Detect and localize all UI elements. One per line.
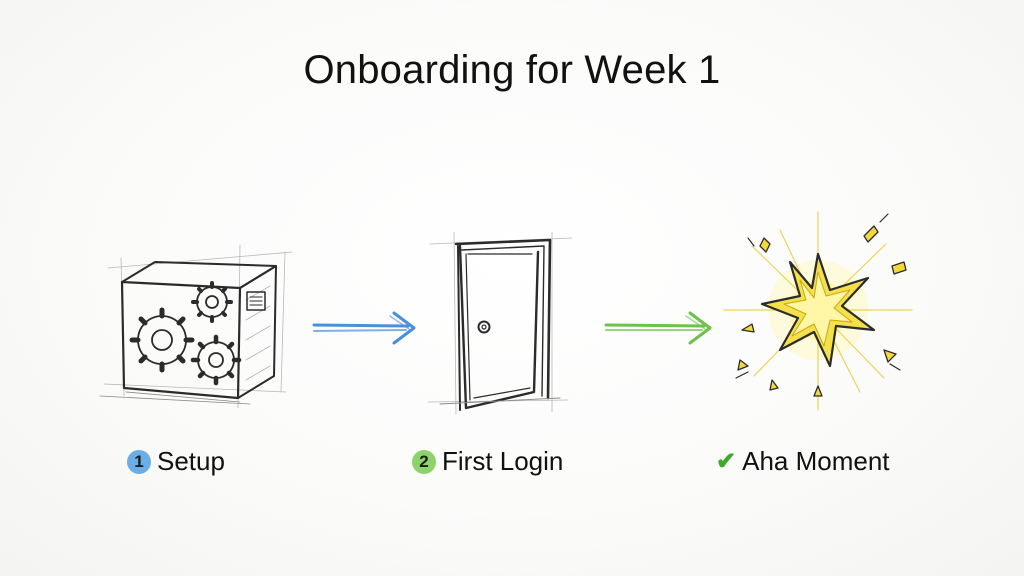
gear-box-icon [99,244,293,409]
step-setup-label: 1 Setup [127,446,225,477]
door-icon [427,231,573,415]
step-label-text: Setup [157,446,225,476]
checkmark-icon: ✔ [716,447,737,475]
starburst-icon [723,211,913,411]
step-number-badge: 1 [127,449,151,474]
arrow-right-icon [312,311,416,345]
step-first-login-label: 2 First Login [412,446,563,477]
arrow-right-icon [604,311,712,345]
step-label-text: Aha Moment [742,446,890,476]
step-number-badge: 2 [412,449,436,474]
step-label-text: First Login [442,446,564,476]
step-aha-moment-label: ✔ Aha Moment [716,446,890,477]
diagram-title: Onboarding for Week 1 [303,48,721,92]
